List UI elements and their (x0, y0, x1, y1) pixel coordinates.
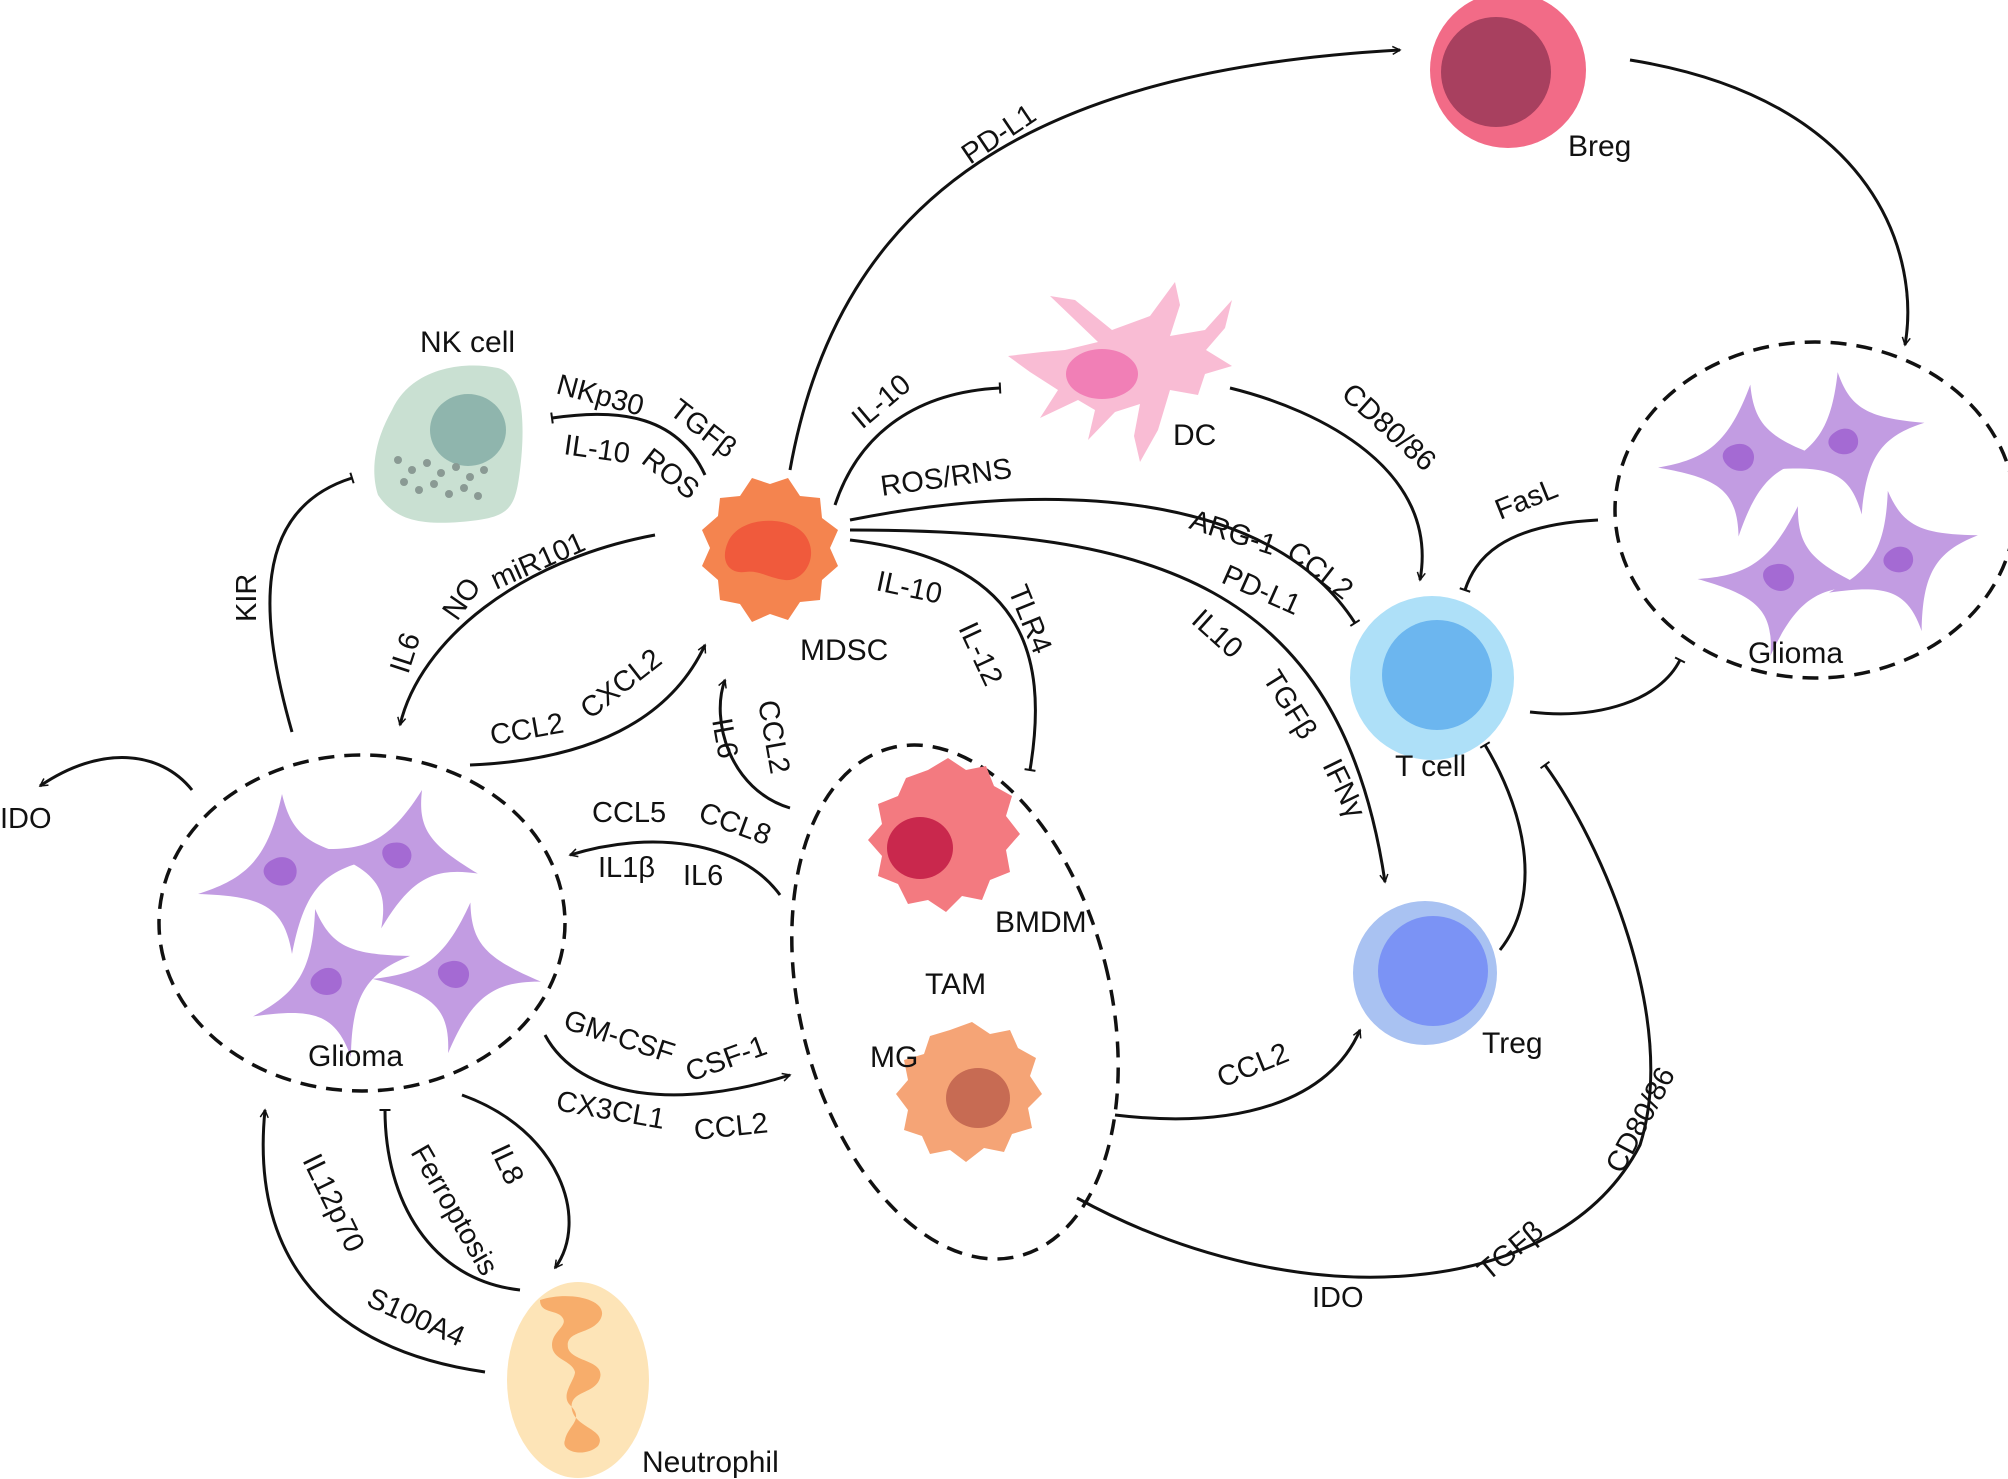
mdsc-cell (702, 478, 838, 622)
signal-ros-rns: ROS/RNS (879, 453, 1014, 503)
signal-fasl: FasL (1491, 473, 1563, 527)
edge-mdsc-inhibits-t-cell-ros (849, 497, 1361, 627)
glioma-right-group-outline (1613, 340, 2008, 680)
signal-ccl2-glioma-tam: CCL2 (692, 1107, 769, 1147)
bmdm-label: BMDM (995, 906, 1087, 939)
mg-cell (896, 1022, 1042, 1162)
edge-mdsc-to-treg (849, 528, 1385, 882)
edge-glioma-right-inhibits-t-cell (1459, 518, 1599, 593)
glioma-right-label: Glioma (1748, 637, 1843, 670)
signal-kir: KIR (231, 574, 263, 622)
signal-il1b: IL1β (598, 852, 655, 884)
dc-label: DC (1173, 419, 1216, 452)
edges (40, 50, 1908, 1374)
edge-glioma-left-to-tam (543, 1034, 790, 1097)
nk-granules (394, 456, 488, 500)
signal-ccl2-glioma: CCL2 (488, 708, 567, 752)
edge-breg-to-glioma-right (1629, 58, 1908, 345)
signal-tlr4: TLR4 (1002, 581, 1058, 659)
signal-no: NO (437, 572, 488, 626)
signal-il12-tam: IL-12 (952, 617, 1009, 690)
signal-ccl2-tam-mdsc: CCL2 (751, 698, 795, 777)
signal-il12p70: IL12p70 (296, 1149, 371, 1257)
nk-cell (374, 365, 523, 523)
signal-ros-nk: ROS (636, 442, 705, 506)
edge-mdsc-inhibits-dc (833, 382, 1002, 506)
signal-csf1: CSF-1 (681, 1030, 771, 1089)
signal-il6-tam-glioma: IL6 (683, 860, 723, 892)
t-cell (1350, 596, 1514, 760)
nk-cell-label: NK cell (420, 326, 515, 359)
edge-tam-inhibits-t-cell-bottom (1076, 760, 1653, 1279)
edge-glioma-left-inhibits-nk (268, 472, 355, 733)
edge-mdsc-inhibits-nk (550, 412, 707, 476)
signal-il10-tam: IL-10 (874, 566, 945, 611)
signal-il10-treg: IL10 (1185, 603, 1248, 665)
tam-label: TAM (925, 968, 986, 1001)
edge-dc-to-t-cell (1229, 386, 1422, 580)
signal-arg1: ARG-1 (1186, 504, 1280, 562)
edge-mdsc-to-glioma-left (400, 533, 656, 725)
signal-ccl2-treg: CCL2 (1213, 1037, 1294, 1094)
signal-il10-nk: IL-10 (562, 429, 632, 470)
mdsc-label: MDSC (800, 634, 888, 667)
signal-ido-bottom: IDO (1312, 1282, 1364, 1314)
treg-label: Treg (1482, 1027, 1543, 1060)
edge-glioma-left-to-ido (40, 756, 194, 791)
neutrophil-cell (507, 1282, 649, 1478)
signal-il8: IL8 (484, 1139, 530, 1189)
signal-gmcsf: GM-CSF (560, 1004, 679, 1070)
edge-treg-inhibits-t-cell (1479, 741, 1527, 951)
glioma-left-label: Glioma (308, 1040, 403, 1073)
cell-labels: NK cell MDSC DC Breg T cell Treg BMDM TA… (308, 130, 1843, 1479)
edge-glioma-left-to-neutrophil (461, 1093, 571, 1268)
edge-tam-to-mdsc (720, 680, 791, 810)
tam-group-outline (790, 743, 1120, 1261)
signal-ccl8: CCL8 (695, 797, 776, 852)
breg-cell (1430, 0, 1586, 148)
edge-neutrophil-to-glioma (263, 1110, 486, 1374)
edge-mdsc-to-breg (788, 50, 1400, 471)
neutrophil-label: Neutrophil (642, 1446, 779, 1479)
glioma-left-group-outline (157, 753, 567, 1093)
signal-mir101: miR101 (486, 527, 590, 597)
signal-tgfb-nk: TGFβ (664, 393, 743, 464)
edge-glioma-left-to-mdsc (469, 645, 707, 767)
breg-label: Breg (1568, 130, 1631, 163)
glioma-right-cells (1650, 363, 1993, 675)
signal-cxcl2: CXCL2 (575, 643, 668, 726)
signal-s100a4: S100A4 (362, 1282, 469, 1353)
signal-cd80-86-bottom: CD80/86 (1600, 1062, 1682, 1178)
edge-neutrophil-inhibits-glioma (379, 1108, 521, 1292)
treg-cell (1353, 901, 1497, 1045)
signal-cd80-86-dc: CD80/86 (1335, 377, 1441, 477)
edge-tam-to-glioma-left (570, 840, 782, 896)
signal-ido-left: IDO (0, 803, 52, 835)
dc-cell (1008, 282, 1232, 462)
mg-label: MG (870, 1041, 918, 1074)
bmdm-cell (868, 758, 1020, 912)
signal-ccl5: CCL5 (592, 797, 666, 829)
glioma-left-cells (198, 764, 555, 1073)
edge-t-cell-inhibits-glioma-right (1529, 656, 1686, 716)
signal-il6-tam-mdsc: IL6 (705, 716, 744, 761)
signal-il10-dc: IL-10 (846, 368, 917, 435)
signal-tgfb-treg: TGFβ (1256, 665, 1323, 745)
nk-nucleus (430, 394, 506, 466)
signal-il6-mdsc: IL6 (384, 629, 427, 677)
signal-tgfb-bottom: TGFβ (1472, 1215, 1550, 1288)
edge-mdsc-inhibits-tam (849, 538, 1037, 772)
t-cell-label: T cell (1395, 750, 1466, 783)
edge-mg-to-treg (1114, 1030, 1360, 1121)
